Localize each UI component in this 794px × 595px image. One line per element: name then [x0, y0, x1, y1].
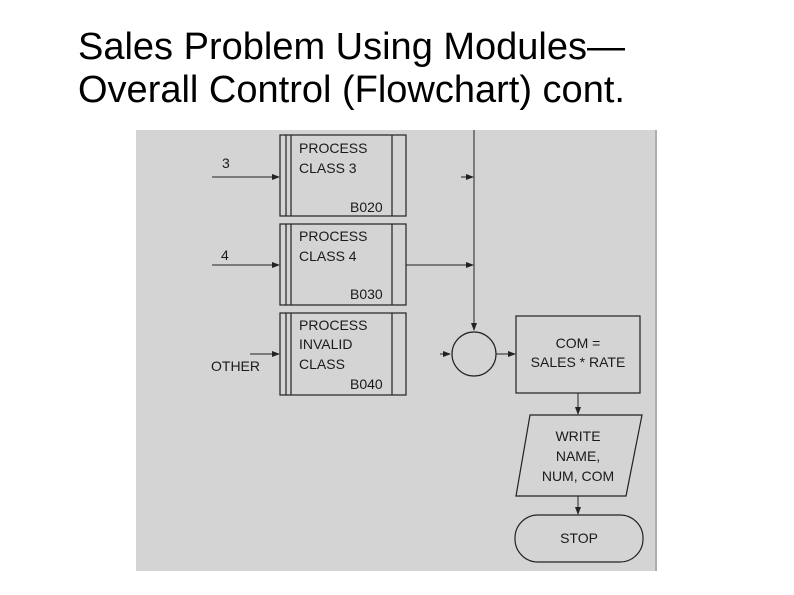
stop-label: STOP [560, 530, 598, 546]
case-label-other: OTHER [211, 358, 260, 374]
output-parallelogram: WRITE NAME, NUM, COM [515, 414, 643, 497]
module-b040-line1: PROCESS [299, 317, 367, 333]
case-label-3: 3 [222, 155, 230, 171]
connector-circle [451, 331, 497, 377]
module-b040-line2: INVALID [299, 336, 352, 352]
module-b030-line2: CLASS 4 [299, 248, 357, 264]
slide-title-line-2: Overall Control (Flowchart) cont. [78, 69, 625, 111]
module-b020-id: B020 [350, 199, 383, 215]
module-b020: PROCESS CLASS 3 B020 [279, 134, 407, 217]
module-b030-id: B030 [350, 286, 383, 302]
slide-title-line-1: Sales Problem Using Modules— [78, 26, 626, 68]
compute-process-box: COM = SALES * RATE [515, 315, 641, 394]
module-b030: PROCESS CLASS 4 B030 [279, 223, 407, 306]
module-b020-line1: PROCESS [299, 140, 367, 156]
slide-title: Sales Problem Using Modules— Overall Con… [78, 26, 778, 112]
module-b020-line2: CLASS 3 [299, 160, 357, 176]
case-label-4: 4 [221, 247, 229, 263]
compute-line2: SALES * RATE [531, 354, 626, 370]
output-line3: NUM, COM [542, 468, 614, 484]
module-b030-line1: PROCESS [299, 228, 367, 244]
output-line1: WRITE [555, 428, 600, 444]
compute-line1: COM = [556, 335, 601, 351]
stop-terminal: STOP [514, 514, 644, 563]
output-line2: NAME, [556, 448, 600, 464]
module-b040-id: B040 [350, 376, 383, 392]
module-b040: PROCESS INVALID CLASS B040 [279, 312, 407, 396]
module-b040-line3: CLASS [299, 356, 345, 372]
